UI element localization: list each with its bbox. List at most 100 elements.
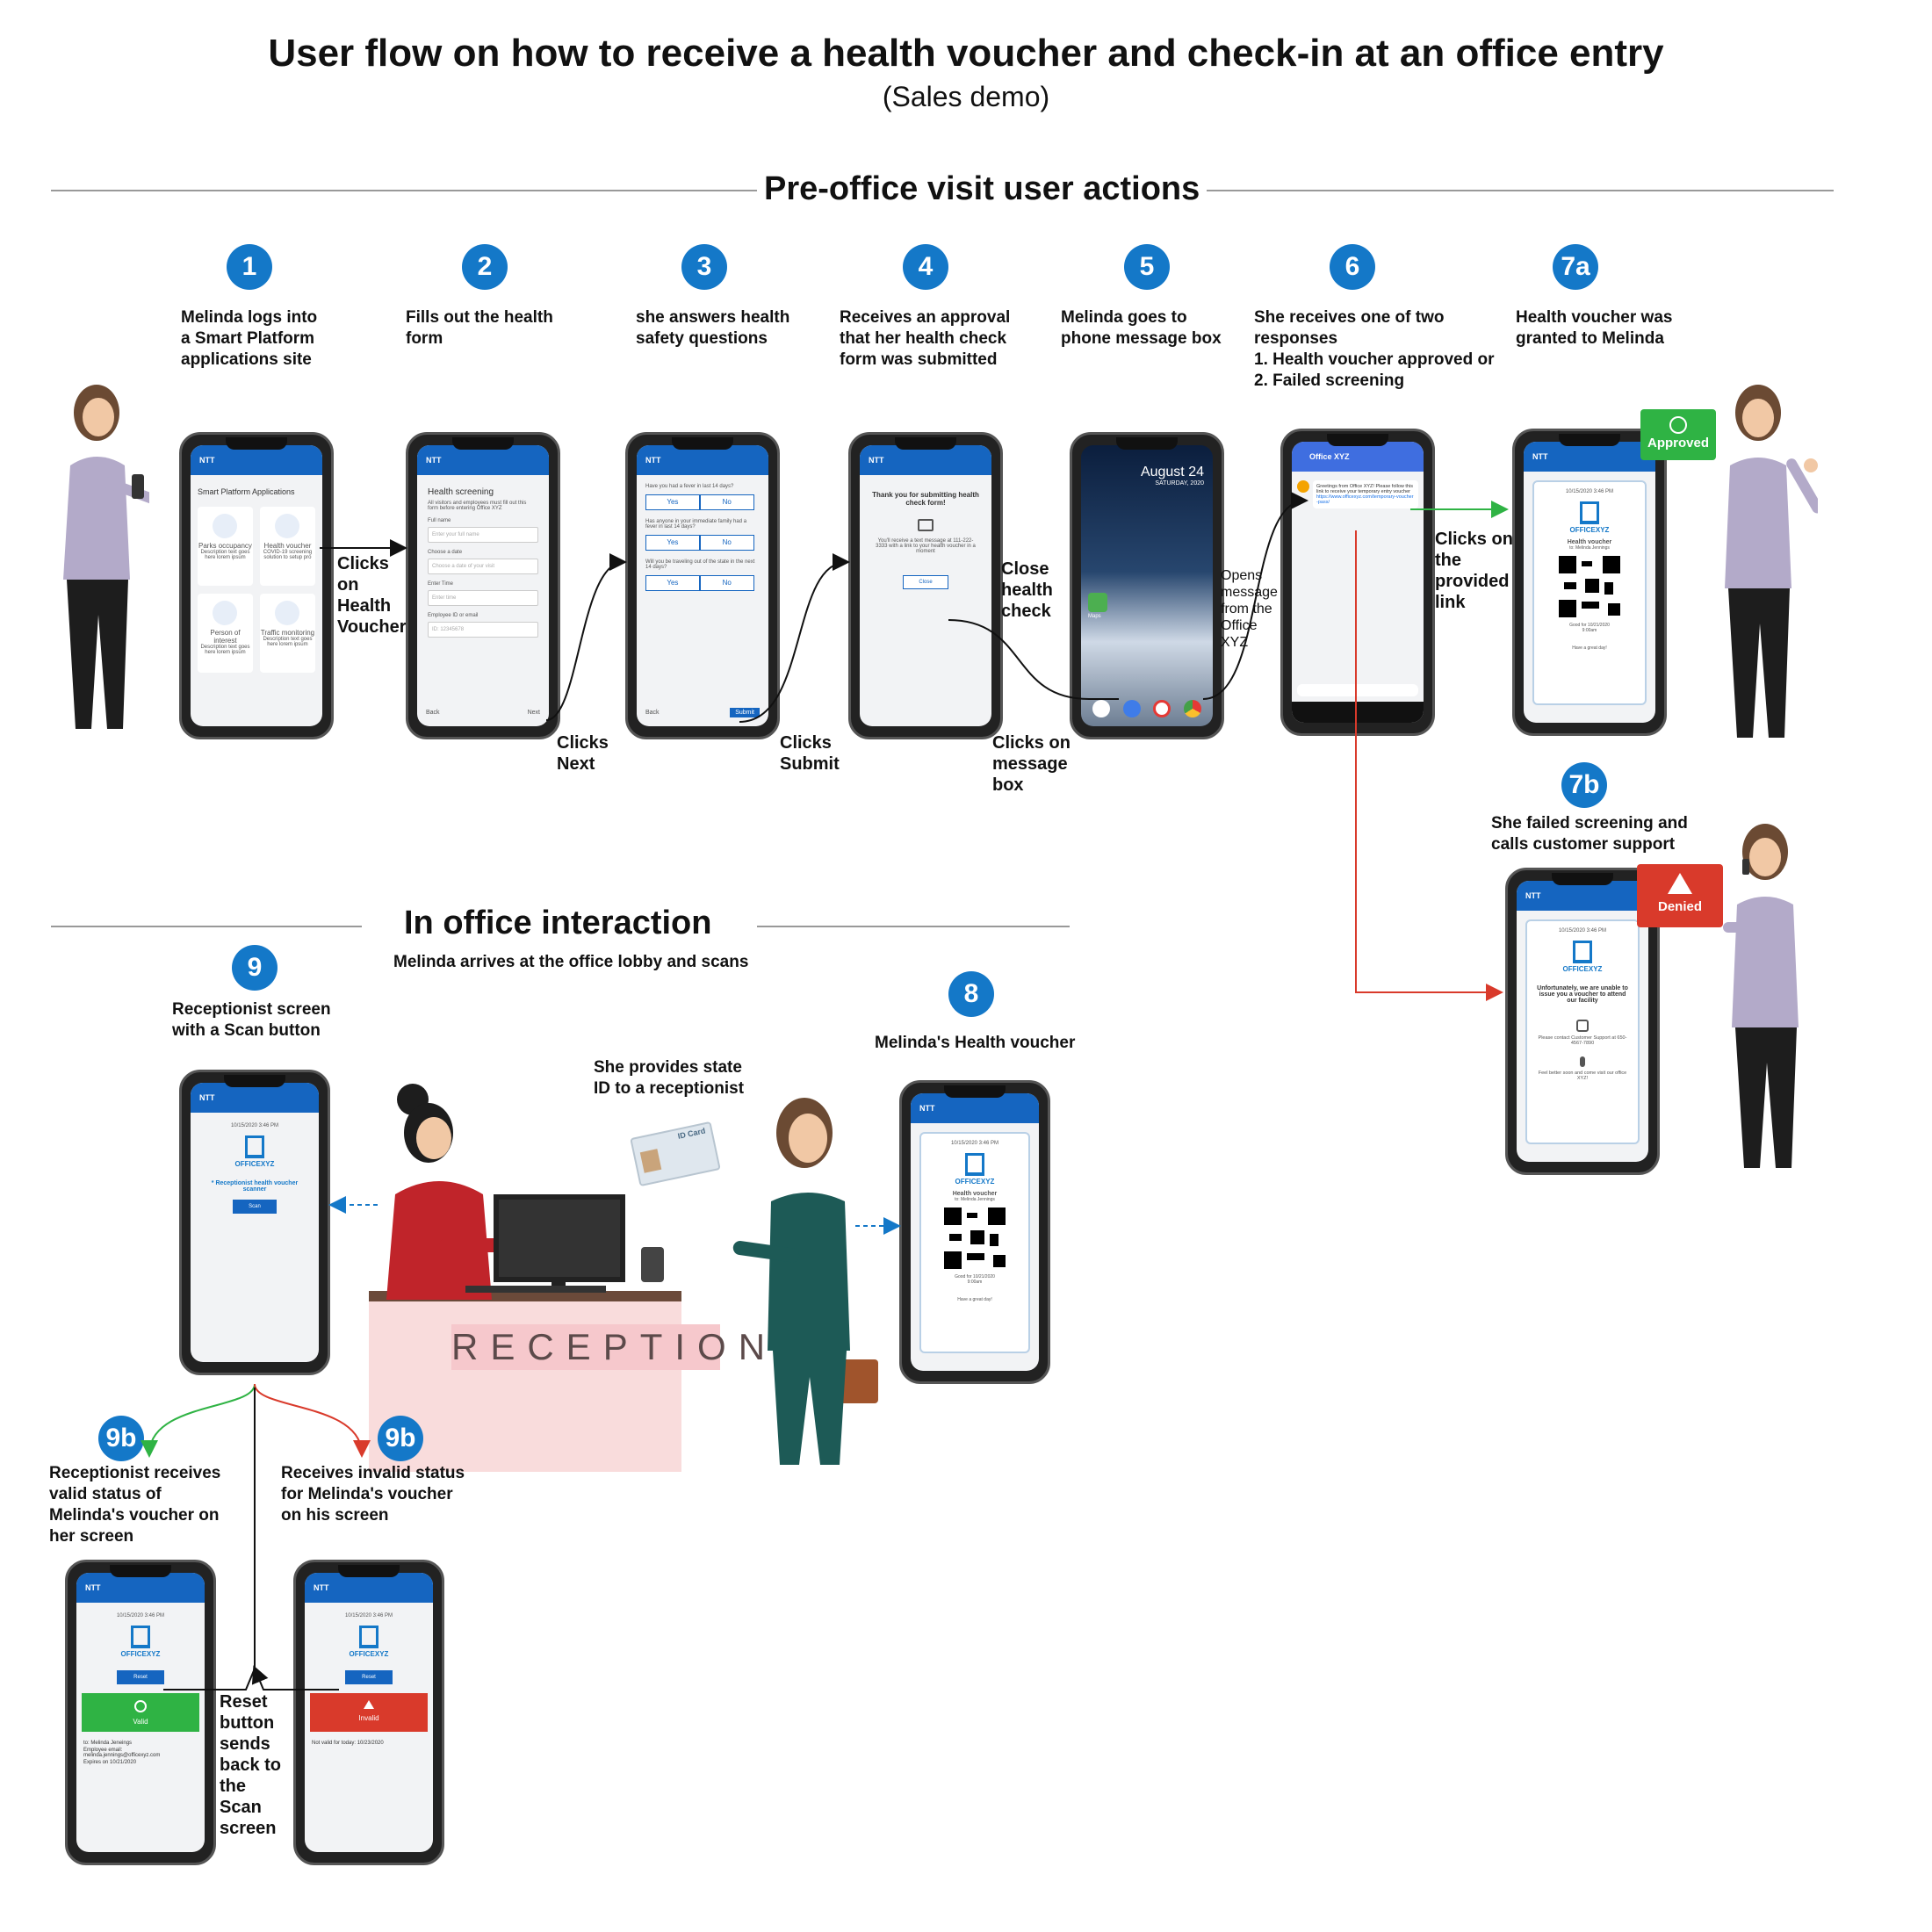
arrow-6-to-7b [1355, 530, 1503, 1001]
melinda-voucher-screen: NTT 10/15/2020 3:46 PM OFFICEXYZ Health … [911, 1093, 1039, 1371]
card-scanner [641, 1247, 664, 1282]
scan-button[interactable]: Scan [233, 1200, 277, 1214]
office-logo: OFFICEXYZ [1569, 526, 1610, 534]
step-text: Receptionist receives valid status of Me… [49, 1464, 221, 1546]
phone-screen-7a: NTT 10/15/2020 3:46 PM OFFICEXYZ Health … [1512, 429, 1667, 736]
app-tile-parks[interactable]: Parks occupancy Description text goes he… [198, 507, 253, 587]
app-tile-traffic[interactable]: Traffic monitoring Description text goes… [260, 593, 315, 673]
app-tile-person-of-interest[interactable]: Person of interest Description text goes… [198, 593, 253, 673]
next-button[interactable]: Next [527, 710, 540, 716]
step-badge: 4 [903, 244, 948, 290]
valid-email: melinda.jennings@officexyz.com [83, 1753, 161, 1758]
message-input[interactable] [1297, 684, 1418, 696]
employee-id-input[interactable]: ID: 12345678 [428, 622, 538, 638]
scanner-heading: * Receptionist health voucher scanner [211, 1180, 299, 1193]
tile-name: Parks occupancy [198, 542, 252, 551]
annotation-provides-id: She provides state ID to a receptionist [594, 1058, 745, 1098]
lockscreen-day: SATURDAY, 2020 [1155, 480, 1204, 487]
form-intro: All visitors and employees must fill out… [428, 501, 527, 511]
sms-link[interactable]: https://www.officexyz.com/temporary-vouc… [1316, 494, 1414, 505]
chrome-app-icon[interactable] [1183, 700, 1201, 717]
support-contact: Please contact Customer Support at 650-4… [1538, 1035, 1627, 1046]
sms-text: Greetings from Office XYZ! Please follow… [1316, 484, 1413, 494]
tile-name: Traffic monitoring [260, 628, 315, 637]
yes-button[interactable]: Yes [645, 494, 700, 510]
sms-bubble[interactable]: Greetings from Office XYZ! Please follow… [1313, 480, 1418, 508]
full-name-input[interactable]: Enter your full name [428, 527, 538, 543]
melinda-phone-call-figure [1712, 817, 1818, 1177]
no-button[interactable]: No [699, 575, 754, 591]
annotation-close-health-check: Close health check [1001, 559, 1053, 621]
voucher-card: 10/15/2020 3:46 PM OFFICEXYZ Health vouc… [919, 1132, 1030, 1353]
valid-status-banner: Valid [82, 1693, 199, 1732]
step-badge: 7b [1561, 762, 1607, 808]
app-bar: NTT [1524, 442, 1655, 472]
phone-notch [672, 437, 733, 450]
reset-button[interactable]: Reset [345, 1670, 393, 1684]
office-logo: OFFICEXYZ [349, 1650, 389, 1658]
step-badge: 9 [232, 945, 278, 991]
voucher-valid-time: 9:00am [967, 1280, 983, 1285]
no-button[interactable]: No [699, 494, 754, 510]
approved-label: Approved [1647, 436, 1709, 451]
step-text: Receptionist screen with a Scan button [172, 1000, 331, 1040]
yes-button[interactable]: Yes [645, 535, 700, 551]
brand-logo: NTT [1532, 452, 1548, 461]
phone-home-screen: August 24 SATURDAY, 2020 Maps [1081, 445, 1213, 726]
voucher-recipient: to: Melinda Jennings [955, 1197, 995, 1202]
annotation-clicks-message-box: Clicks on message box [992, 733, 1071, 795]
app-tile-health-voucher[interactable]: Health voucher COVID-19 screening soluti… [260, 507, 315, 587]
denied-datetime: 10/15/2020 3:46 PM [1558, 928, 1607, 934]
close-button[interactable]: Close [903, 575, 948, 589]
annotation-opens-message: Opens message from the Office XYZ [1221, 568, 1278, 650]
yes-button[interactable]: Yes [645, 575, 700, 591]
building-icon [245, 1135, 264, 1158]
building-icon [1573, 941, 1592, 963]
invalid-status-banner: Invalid [310, 1693, 428, 1732]
scanner-datetime: 10/15/2020 3:46 PM [230, 1123, 279, 1128]
submit-button[interactable]: Submit [730, 708, 760, 717]
melinda-figure [44, 378, 157, 746]
phone-screen-invalid: NTT 10/15/2020 3:46 PM OFFICEXYZ Reset I… [293, 1560, 444, 1865]
gmail-app-icon[interactable] [1153, 700, 1171, 717]
phone-notch [1327, 434, 1388, 446]
phone-screen-1: NTT Smart Platform Applications Parks oc… [179, 432, 334, 739]
app-bar: NTT [191, 1083, 319, 1113]
app-bar: NTT [191, 445, 322, 475]
phone-notch [1559, 434, 1620, 446]
maps-icon[interactable] [1088, 593, 1107, 612]
phone-app-icon[interactable] [1092, 700, 1111, 717]
app-bar: NTT [1517, 881, 1648, 911]
step-text-option: 1. Health voucher approved or [1254, 350, 1495, 369]
qr-code [1559, 556, 1620, 617]
phone-icon [1576, 1020, 1589, 1032]
back-button[interactable]: Back [426, 710, 440, 716]
tile-icon [213, 600, 238, 625]
arrow-scan-to-invalid [254, 1383, 371, 1458]
messages-app-icon[interactable] [1122, 700, 1141, 717]
reset-button[interactable]: Reset [117, 1670, 164, 1684]
date-input[interactable]: Choose a date of your visit [428, 559, 538, 574]
back-button[interactable]: Back [645, 710, 660, 716]
step-text: Melinda logs into a Smart Platform appli… [181, 308, 318, 369]
voucher-datetime: 10/15/2020 3:46 PM [950, 1141, 999, 1146]
denied-label: Denied [1657, 899, 1702, 914]
voucher-title: Health voucher [952, 1191, 998, 1197]
melinda-visitor-figure [729, 1087, 878, 1474]
step-text: Melinda goes to phone message box [1061, 308, 1222, 348]
maps-label: Maps [1088, 614, 1101, 619]
building-icon [131, 1626, 150, 1648]
time-input[interactable]: Enter time [428, 590, 538, 606]
tile-icon [275, 514, 300, 539]
step-badge: 8 [948, 971, 994, 1017]
no-button[interactable]: No [699, 535, 754, 551]
denied-badge: Denied [1637, 864, 1723, 927]
voucher-valid-date: Good for 10/21/2020 [1569, 623, 1610, 628]
invalid-status-screen: NTT 10/15/2020 3:46 PM OFFICEXYZ Reset I… [305, 1573, 433, 1852]
app-bar: NTT [76, 1573, 205, 1603]
phone-screen-5: August 24 SATURDAY, 2020 Maps [1070, 432, 1224, 739]
warning-icon [364, 1700, 374, 1709]
brand-logo: NTT [199, 1093, 215, 1102]
denied-farewell: Feel better soon and come visit our offi… [1538, 1071, 1627, 1081]
tile-desc: Description text goes here lorem ipsum [200, 550, 250, 561]
